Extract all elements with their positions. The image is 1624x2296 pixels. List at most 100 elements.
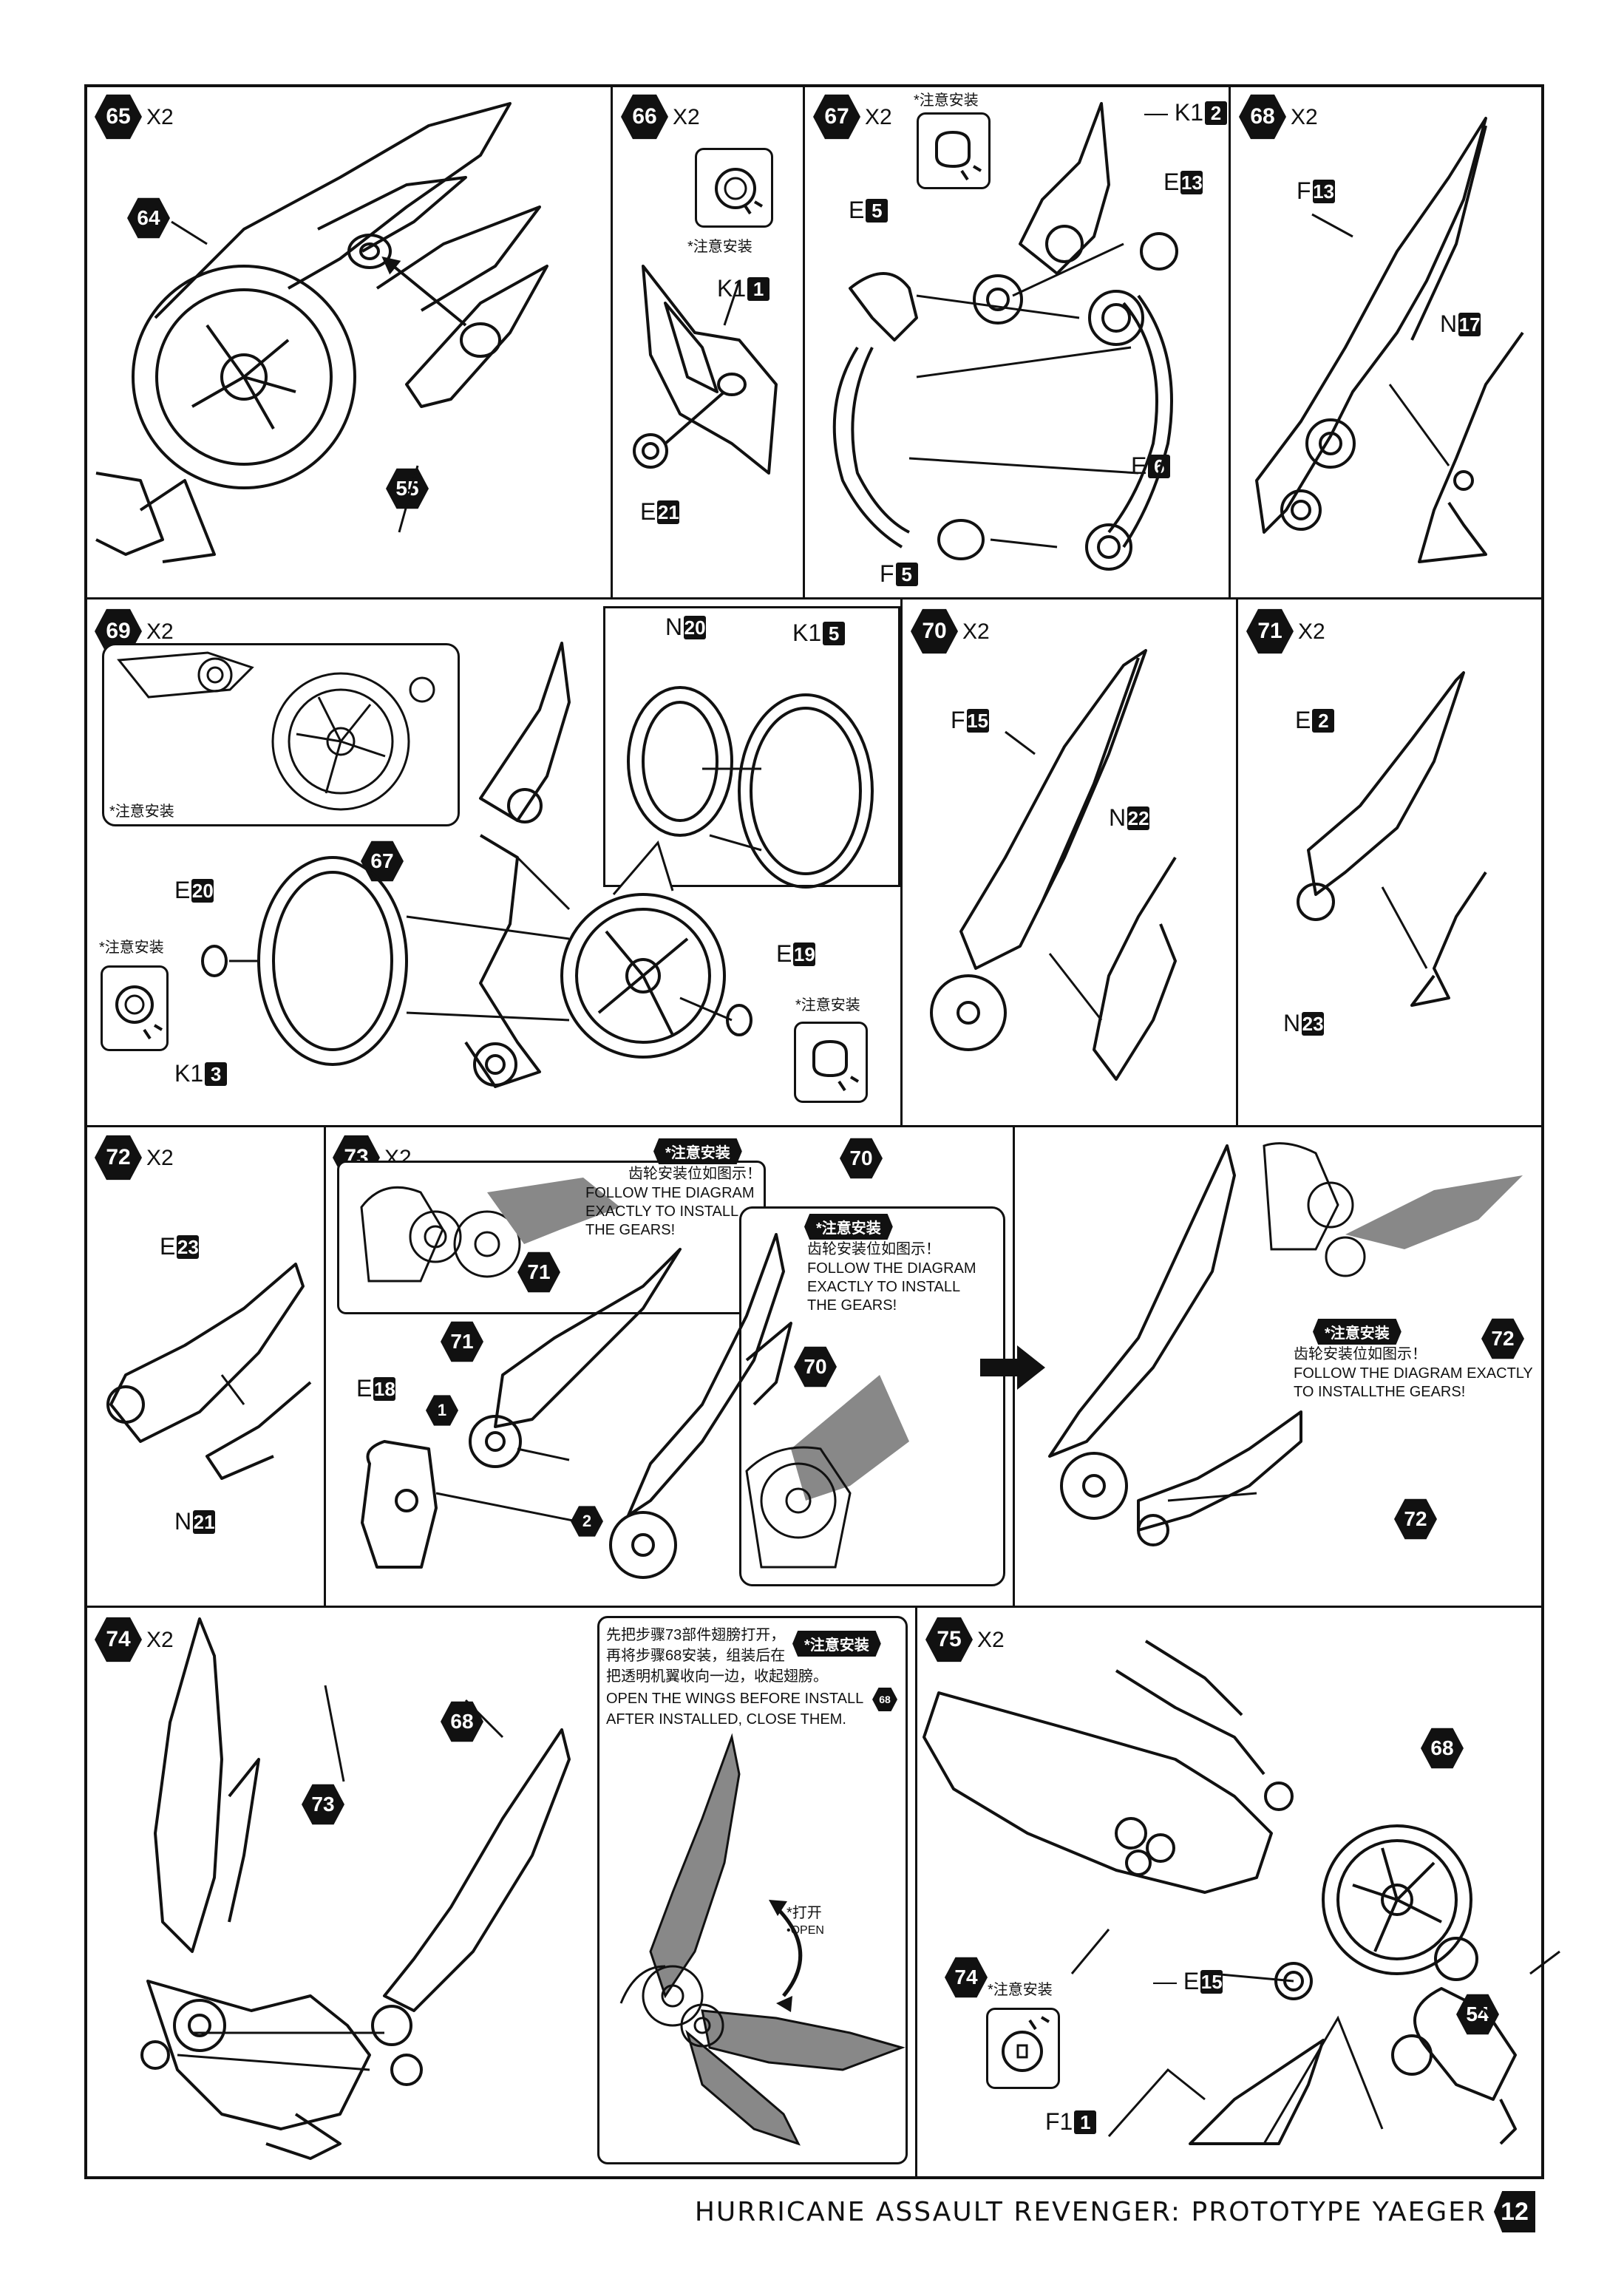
order-1: 1 xyxy=(426,1395,458,1426)
row-divider-2 xyxy=(84,1125,1544,1127)
step-73-detail-box xyxy=(337,1161,766,1314)
row-divider-1 xyxy=(84,597,1544,600)
step-69-notice-left: *注意安装 xyxy=(99,940,164,956)
step-72-multiplier: X2 xyxy=(146,1146,174,1170)
col-divider xyxy=(900,597,903,1125)
step-75-illustration xyxy=(923,1640,1560,2145)
product-title: HURRICANE ASSAULT REVENGER: PROTOTYPE YA… xyxy=(694,2196,1487,2227)
step-71-multiplier: X2 xyxy=(1298,619,1325,644)
step-73-notice-tag-b: *注意安装 xyxy=(804,1214,893,1240)
col-divider xyxy=(915,1606,917,2179)
ref-71: 71 xyxy=(441,1321,483,1362)
step-73-notice-tag: *注意安装 xyxy=(653,1138,742,1164)
step-74-open-illustration xyxy=(619,1733,906,2146)
step-71-illustration xyxy=(1297,671,1487,1007)
step-66-multiplier: X2 xyxy=(673,105,700,129)
page-number: 12 xyxy=(1494,2191,1535,2232)
step-73-gear-note-cn-b: 齿轮安装位如图示！ xyxy=(807,1241,940,1257)
step-69-preview-box xyxy=(102,643,460,826)
footer: HURRICANE ASSAULT REVENGER: PROTOTYPE YA… xyxy=(695,2191,1535,2232)
step-67-illustration xyxy=(832,102,1178,571)
ref-55: 55 xyxy=(386,468,429,509)
step-73-result-illustration xyxy=(1048,1142,1523,1546)
step-67-multiplier: X2 xyxy=(865,105,892,129)
step-70-illustration xyxy=(930,649,1177,1081)
step-73-illustration xyxy=(361,1233,909,1579)
open-note-tag: *注意安装 xyxy=(792,1631,881,1657)
step-74-illustration xyxy=(140,1617,571,2160)
step-67-notice: *注意安装 xyxy=(914,92,979,109)
col-divider xyxy=(1236,597,1238,1125)
step-73-gear-note-en: FOLLOW THE DIAGRAM EXACTLY TO INSTALL TH… xyxy=(585,1185,755,1238)
open-note-cn-2: 再将步骤68安装，组装后在 xyxy=(606,1648,786,1664)
step-73-gear-note-cn-c: 齿轮安装位如图示！ xyxy=(1294,1346,1427,1362)
step-68-multiplier: X2 xyxy=(1291,105,1318,129)
step-69-preview-notice: *注意安装 xyxy=(109,804,174,820)
col-divider xyxy=(1229,84,1231,597)
step-73-notice-tag-c: *注意安装 xyxy=(1313,1319,1402,1345)
step-73-gear-note-cn: 齿轮安装位如图示！ xyxy=(628,1166,761,1182)
step-66-badge: 66 xyxy=(621,94,668,140)
step-67-detail-box xyxy=(917,112,991,189)
step-69-illustration xyxy=(201,642,874,1088)
open-note-en-2: AFTER INSTALLED, CLOSE THEM. xyxy=(606,1711,846,1728)
step-65-illustration xyxy=(95,102,548,563)
step-74-multiplier: X2 xyxy=(146,1628,174,1652)
open-label-cn: *打开 xyxy=(786,1905,822,1921)
step-65-multiplier: X2 xyxy=(146,105,174,129)
next-arrow xyxy=(980,1345,1045,1390)
ref-64: 64 xyxy=(127,197,170,239)
step-69-detail-left xyxy=(101,965,169,1051)
row-divider-3 xyxy=(84,1606,1544,1608)
ref-71-detail: 71 xyxy=(517,1251,560,1293)
col-divider xyxy=(803,84,805,597)
step-68-illustration xyxy=(1255,117,1524,563)
page-frame xyxy=(84,84,1544,2179)
step-69-multiplier: X2 xyxy=(146,619,174,644)
step-74-badge: 74 xyxy=(95,1617,142,1662)
col-divider xyxy=(611,84,613,597)
open-note-cn-3: 把透明机翼收向一边，收起翅膀。 xyxy=(606,1668,828,1685)
step-69-detail-right xyxy=(794,1022,868,1103)
step-73-gear-note-en-c: FOLLOW THE DIAGRAM EXACTLY TO INSTALLTHE… xyxy=(1294,1365,1533,1400)
step-69-notice-right: *注意安装 xyxy=(795,997,860,1013)
step-65-badge: 65 xyxy=(95,94,142,140)
step-66-notice: *注意安装 xyxy=(687,239,752,255)
step-75-detail-box xyxy=(986,2008,1060,2089)
step-70-multiplier: X2 xyxy=(962,619,990,644)
step-75-badge: 75 xyxy=(925,1617,973,1662)
ref-68: 68 xyxy=(441,1701,483,1742)
step-66-illustration xyxy=(633,265,778,475)
step-66-detail-box xyxy=(695,148,773,228)
step-72-illustration xyxy=(106,1263,312,1480)
open-note-en-1: OPEN THE WINGS BEFORE INSTALL xyxy=(606,1691,864,1707)
step-75-multiplier: X2 xyxy=(977,1628,1005,1652)
step-75-notice: *注意安装 xyxy=(988,1982,1053,1998)
col-divider xyxy=(324,1125,326,1606)
step-74-open-box xyxy=(597,1616,908,2164)
open-note-cn-1: 先把步骤73部件翅膀打开， xyxy=(606,1627,786,1643)
step-73-gear-note-en-b: FOLLOW THE DIAGRAM EXACTLY TO INSTALL TH… xyxy=(807,1260,976,1314)
order-2: 2 xyxy=(571,1506,603,1537)
